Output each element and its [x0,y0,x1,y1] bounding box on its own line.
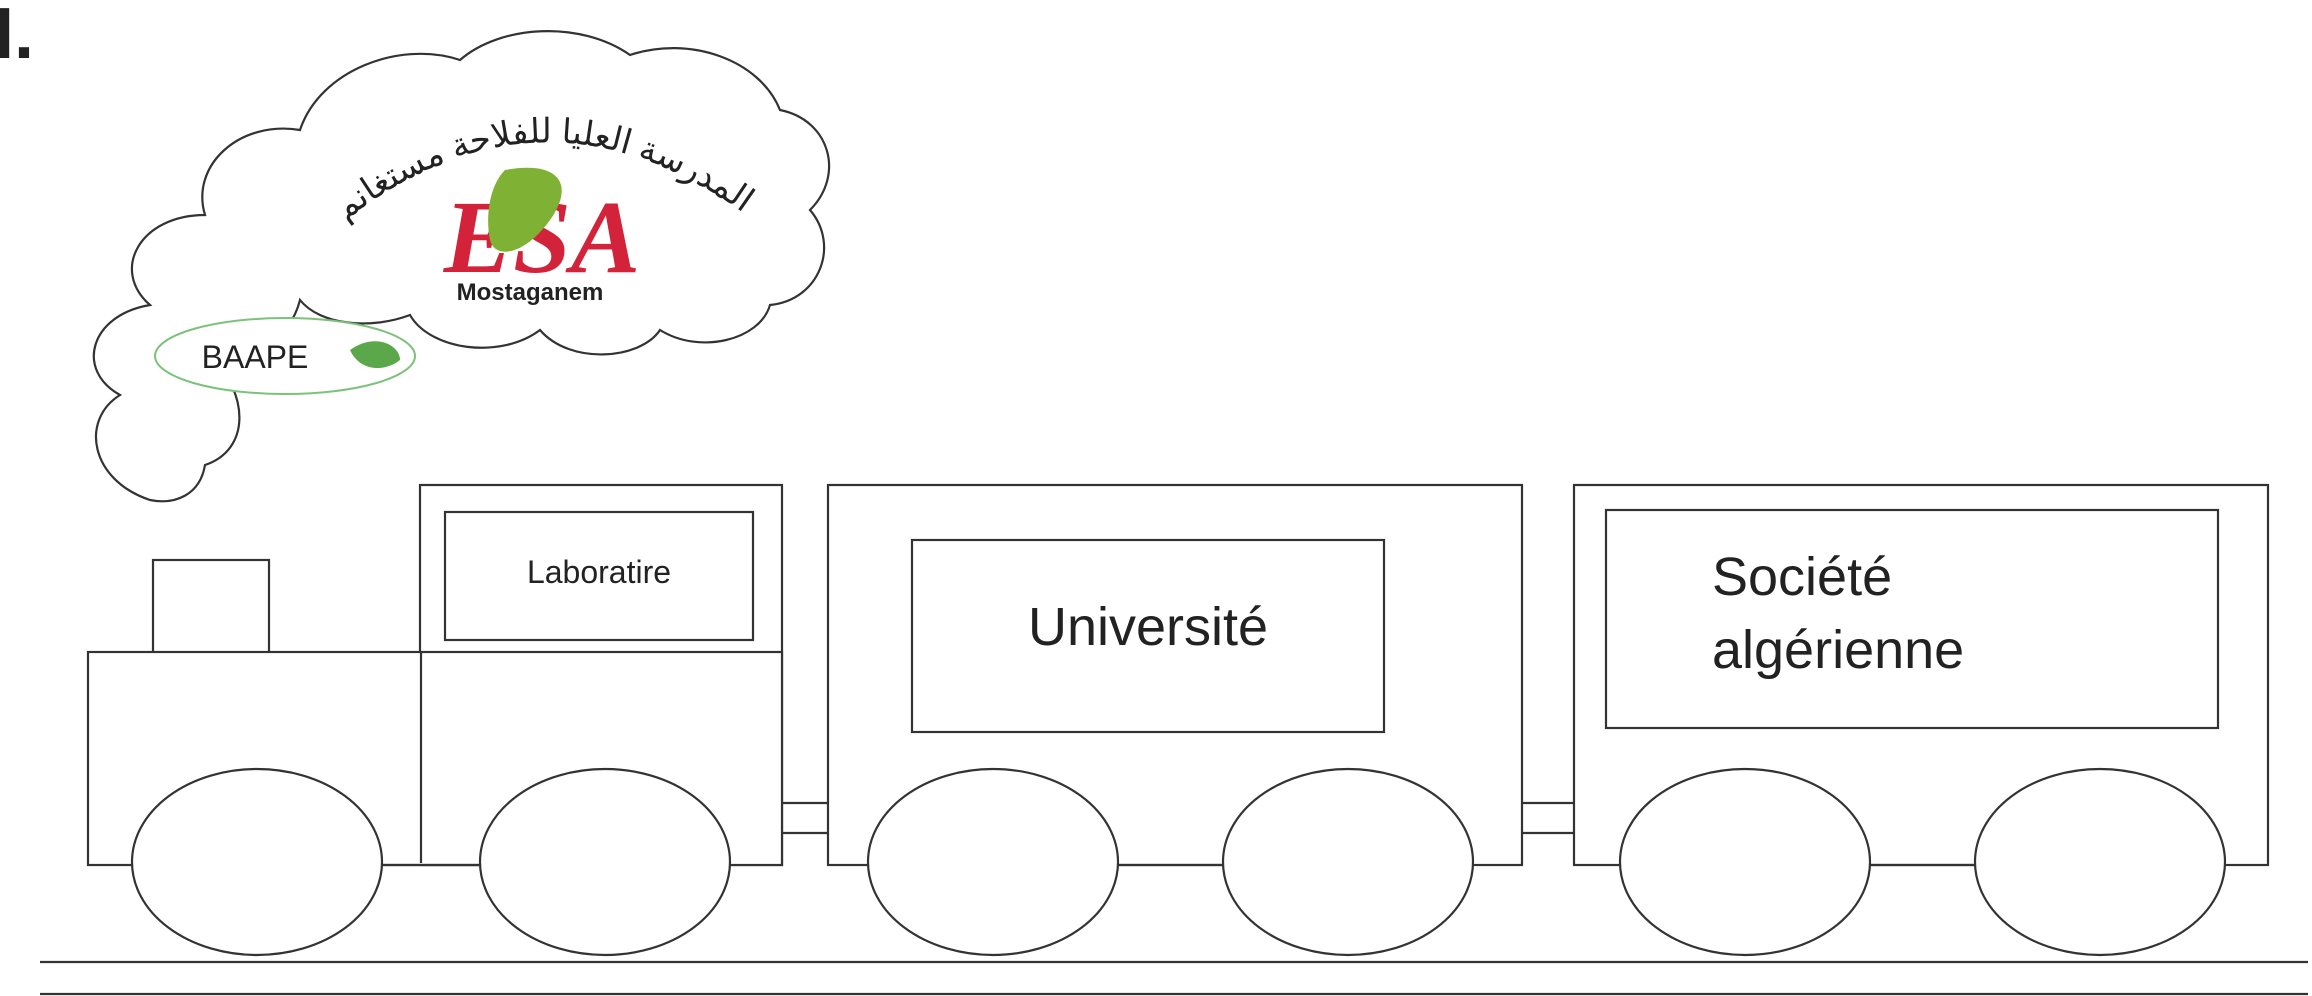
wagon-universite-sign [910,538,1386,734]
esa-logo-subtitle: Mostaganem [457,279,604,306]
esa-leaf-icon [488,167,562,252]
locomotive-window [443,510,755,642]
wagon-societe-label-line-1: Société [1712,547,1892,607]
wheel [130,767,384,957]
wheel [1973,767,2227,957]
baape-badge: BAAPE [154,317,416,395]
wagon-societe-sign [1604,508,2220,730]
wheel [866,767,1120,957]
leaf-icon [350,341,400,369]
coupler-1 [782,801,828,835]
wagon-societe-label-line-2: algérienne [1712,620,1964,680]
railway-track [40,960,2308,996]
coupler-2 [1522,801,1574,835]
wheel [1618,767,1872,957]
wheel [1221,767,1475,957]
smoke-cloud: المدرسة العليا للفلاحة مستغانم ESA Mosta… [92,30,831,503]
locomotive-window-label: Laboratire [527,554,671,590]
wheels [130,767,2227,957]
wagon-universite-label: Université [1028,597,1268,657]
wheel [478,767,732,957]
baape-badge-text: BAAPE [202,339,309,375]
corner-mark: I. [0,0,34,74]
esa-logo: ESA Mostaganem [443,167,640,306]
locomotive-chimney [151,558,271,656]
